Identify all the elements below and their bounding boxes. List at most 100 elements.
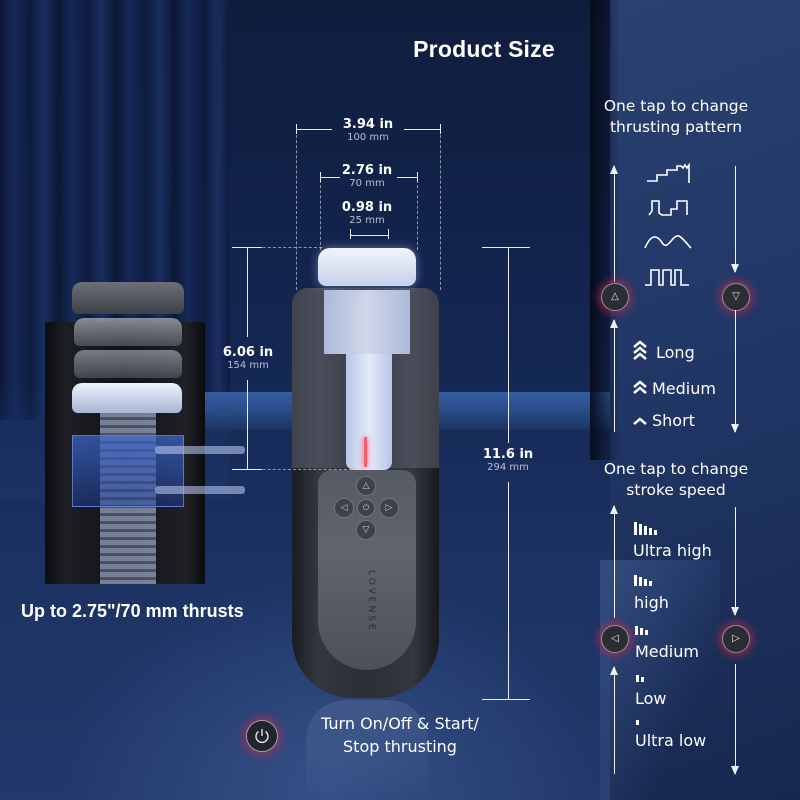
device-cap [318, 248, 416, 286]
speed-heading-line1: One tap to change [603, 460, 749, 478]
power-caption-line1: Turn On/Off & Start/ [321, 714, 479, 733]
dim-line [404, 129, 440, 130]
width-inner-mm: 25 mm [349, 215, 385, 226]
guide-line [320, 180, 321, 250]
pulse-step-pattern-icon [648, 200, 688, 216]
dim-line [508, 247, 509, 443]
dim-line [247, 247, 248, 337]
stroke-length-medium: Medium [652, 379, 716, 398]
stroke-length-short: Short [652, 411, 695, 430]
speed-bars-1-icon [636, 720, 639, 725]
stroke-demo-sleeve [72, 435, 245, 507]
arrow-down-icon [731, 166, 739, 273]
height-total-in: 11.6 in [482, 447, 534, 462]
dim-line [508, 482, 509, 699]
guide-line [417, 180, 418, 250]
speed-bars-4-icon [634, 575, 652, 586]
background-wall [610, 0, 800, 800]
dpad-right-button[interactable]: ▷ [379, 498, 399, 518]
device-led [364, 437, 367, 467]
pattern-up-button[interactable]: △ [601, 283, 629, 311]
dim-line [320, 177, 340, 178]
speed-ultra-high: Ultra high [633, 541, 712, 560]
power-icon [255, 729, 269, 743]
device-collar [324, 290, 410, 354]
width-outer-label: 3.94 in 100 mm [330, 118, 406, 143]
dpad-left-button[interactable]: ◁ [334, 498, 354, 518]
floor-light [600, 560, 720, 800]
dim-tick [350, 229, 351, 239]
height-total-mm: 294 mm [487, 462, 529, 473]
dpad-down-button[interactable]: ▽ [356, 520, 376, 540]
dim-cap [232, 469, 262, 470]
stroke-position-cap [74, 350, 182, 378]
stroke-position-cap [72, 383, 182, 413]
arrow-down-icon [731, 310, 739, 433]
single-chevron-icon [633, 417, 647, 425]
page-title: Product Size [413, 36, 555, 62]
pattern-heading-line1: One tap to change [603, 97, 749, 115]
power-caption-line2: Stop thrusting [343, 737, 457, 756]
wall-shadow [590, 0, 620, 460]
device-shaft [346, 354, 392, 470]
speed-bars-2-icon [636, 675, 644, 682]
power-button[interactable] [246, 720, 278, 752]
speed-increase-button[interactable]: ▷ [722, 625, 750, 653]
speed-decrease-button[interactable]: ◁ [601, 625, 629, 653]
sleeve-ring [155, 446, 245, 454]
double-chevron-icon [633, 380, 647, 394]
width-outer-in: 3.94 in [342, 117, 394, 132]
arrow-up-icon [610, 165, 618, 282]
dim-cap [482, 699, 530, 700]
speed-ultra-low: Ultra low [635, 731, 707, 750]
width-mid-in: 2.76 in [341, 163, 393, 178]
speed-bars-5-icon [634, 522, 657, 535]
guide-line [232, 247, 322, 248]
square-wave-pattern-icon [645, 269, 689, 286]
speed-heading-line2: stroke speed [626, 481, 726, 499]
arrow-down-icon [731, 507, 739, 616]
width-inner-in: 0.98 in [341, 200, 393, 215]
dim-line [397, 177, 417, 178]
sleeve-ring [155, 486, 245, 494]
height-sleeve-label: 6.06 in 154 mm [220, 346, 276, 371]
dpad-up-button[interactable]: △ [356, 476, 376, 496]
dim-tick [417, 172, 418, 182]
speed-high: high [634, 593, 669, 612]
dpad-center-button[interactable]: ⏻ [357, 499, 375, 517]
width-inner-label: 0.98 in 25 mm [334, 201, 400, 226]
width-mid-mm: 70 mm [349, 178, 385, 189]
width-mid-label: 2.76 in 70 mm [334, 164, 400, 189]
stroke-position-cap [72, 282, 184, 314]
speed-medium: Medium [635, 642, 699, 661]
speed-low: Low [635, 689, 667, 708]
height-sleeve-mm: 154 mm [227, 360, 269, 371]
dim-tick [388, 229, 389, 239]
stair-step-pattern-icon [647, 163, 690, 183]
arrow-down-icon [731, 664, 739, 775]
height-total-label: 11.6 in 294 mm [480, 448, 536, 473]
stroke-position-cap [74, 318, 182, 346]
dim-line [247, 380, 248, 469]
wave-pattern-icon [644, 235, 692, 249]
height-sleeve-in: 6.06 in [222, 345, 274, 360]
guide-line [440, 130, 441, 290]
brand-logo: LOVENSE [366, 570, 376, 633]
guide-line [296, 130, 297, 290]
power-caption: Turn On/Off & Start/ Stop thrusting [300, 712, 500, 758]
pattern-heading-line2: thrusting pattern [609, 118, 743, 136]
pattern-heading: One tap to change thrusting pattern [588, 96, 764, 138]
width-outer-mm: 100 mm [347, 132, 389, 143]
guide-line [232, 469, 352, 470]
speed-bars-3-icon [635, 626, 648, 635]
pattern-down-button[interactable]: ▽ [722, 283, 750, 311]
device-reflection [306, 700, 428, 800]
arrow-up-icon [610, 319, 618, 432]
stroke-length-long: Long [656, 343, 695, 362]
dim-line [296, 129, 332, 130]
triple-chevron-icon [633, 340, 647, 360]
dim-line [350, 235, 388, 236]
arrow-up-icon [610, 505, 618, 618]
speed-heading: One tap to change stroke speed [588, 459, 764, 501]
